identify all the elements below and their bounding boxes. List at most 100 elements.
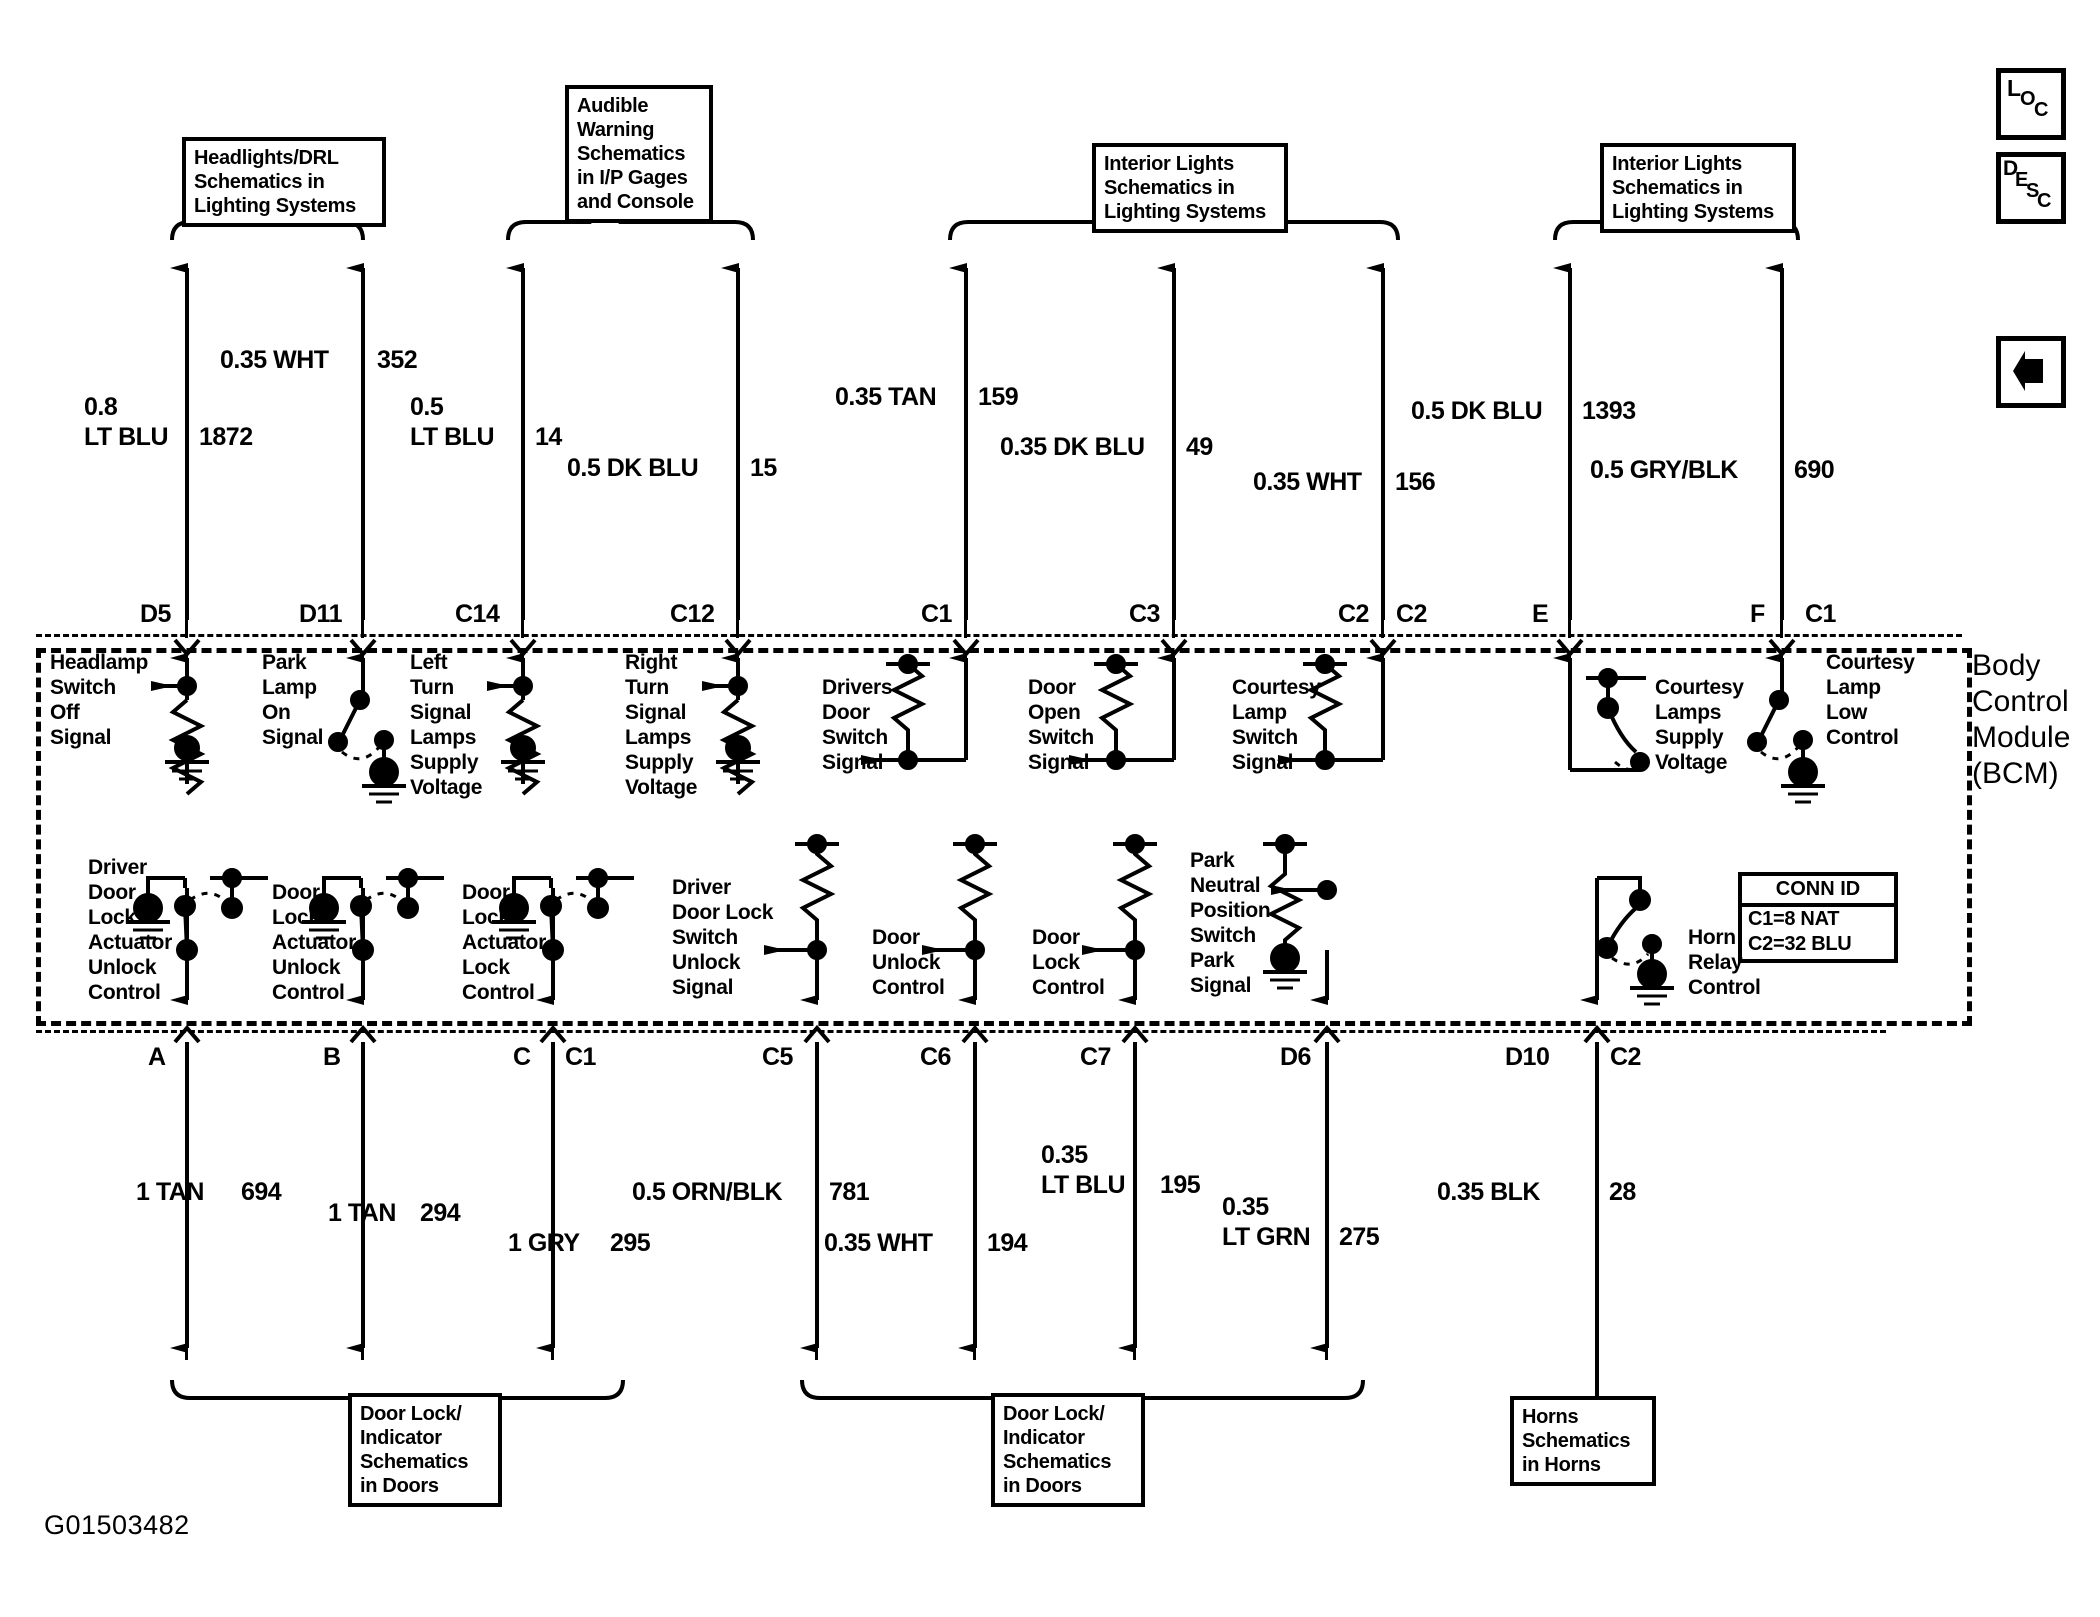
pin-C5: C5 [762, 1043, 793, 1071]
park-neutral-position-switch-park-signal: Park Neutral Position Switch Park Signal [1190, 849, 1271, 997]
wire-label-28-gauge: 0.35 BLK [1437, 1178, 1540, 1206]
desc-button[interactable]: D E S C [1996, 152, 2066, 224]
park-lamp-on-signal: Park Lamp On Signal [262, 651, 324, 749]
pin-C2-b: C2 [1396, 600, 1427, 628]
wire-label-156-circuit: 156 [1395, 468, 1436, 496]
wire-label-295-circuit: 295 [610, 1229, 651, 1257]
wire-sep-b3 [551, 1140, 554, 1360]
wire-label-294-circuit: 294 [420, 1199, 461, 1227]
wire-label-28-circuit: 28 [1609, 1178, 1636, 1206]
audible-warning-ref[interactable]: Audible Warning Schematics in I/P Gages … [565, 85, 713, 223]
door-lock-indicator-ref-2[interactable]: Door Lock/ Indicator Schematics in Doors [991, 1393, 1145, 1507]
pin-C14: C14 [455, 600, 500, 628]
wire-label-15-circuit: 15 [750, 454, 777, 482]
wire-label-1872-gauge: 0.8 LT BLU [84, 393, 169, 451]
headlights-drl-ref[interactable]: Headlights/DRL Schematics in Lighting Sy… [182, 137, 386, 227]
wire-sep-7 [1381, 328, 1384, 638]
wire-label-295-gauge: 1 GRY [508, 1229, 580, 1257]
wire-label-159-gauge: 0.35 TAN [835, 383, 937, 411]
pin-C12: C12 [670, 600, 715, 628]
courtesy-lamps-supply-voltage: Courtesy Lamps Supply Voltage [1655, 676, 1744, 774]
pin-D11: D11 [299, 600, 342, 628]
wire-label-275-circuit: 275 [1339, 1223, 1380, 1251]
loc-button[interactable]: L O C [1996, 68, 2066, 140]
pin-C6: C6 [920, 1043, 951, 1071]
wire-label-194-gauge: 0.35 WHT [824, 1229, 933, 1257]
wire-label-1393-circuit: 1393 [1582, 397, 1636, 425]
wire-sep-b8 [1595, 1140, 1598, 1360]
conn-id-row-2: C2=32 BLU [1748, 933, 1852, 955]
door-unlock-control: Door Unlock Control [872, 926, 945, 999]
wire-label-156-gauge: 0.35 WHT [1253, 468, 1362, 496]
wire-sep-4 [736, 328, 739, 638]
pin-D6: D6 [1280, 1043, 1311, 1071]
left-turn-signal-lamps-supply-voltage: Left Turn Signal Lamps Supply Voltage [410, 651, 483, 799]
pin-C1-top: C1 [921, 600, 952, 628]
wire-label-275-gauge: 0.35 LT GRN [1222, 1193, 1311, 1251]
headlamp-switch-off-signal: Headlamp Switch Off Signal [50, 651, 148, 749]
desc-letter-c: C [2037, 190, 2052, 212]
wire-label-781-gauge: 0.5 ORN/BLK [632, 1178, 783, 1206]
wire-sep-1 [185, 328, 188, 638]
pin-E: E [1532, 600, 1549, 628]
interior-lights-ref-1[interactable]: Interior Lights Schematics in Lighting S… [1092, 143, 1288, 233]
bcm-boundary [36, 648, 1972, 1026]
wire-sep-b7 [1325, 1140, 1328, 1360]
wire-sep-5 [964, 328, 967, 638]
wire-label-1393-gauge: 0.5 DK BLU [1411, 397, 1543, 425]
wire-label-14-circuit: 14 [535, 423, 562, 451]
door-lock-indicator-ref-1[interactable]: Door Lock/ Indicator Schematics in Doors [348, 1393, 502, 1507]
wire-label-195-circuit: 195 [1160, 1171, 1201, 1199]
wire-label-159-circuit: 159 [978, 383, 1019, 411]
back-arrow-icon [2013, 351, 2043, 391]
door-lock-control: Door Lock Control [1032, 926, 1105, 999]
pin-D10: D10 [1505, 1043, 1550, 1071]
door-open-switch-signal: Door Open Switch Signal [1028, 676, 1094, 774]
desc-letter-s: S [2026, 180, 2040, 202]
conn-id-box: CONN ID C1=8 NAT C2=32 BLU [1738, 872, 1898, 963]
door-lock-actuator-unlock-control: Door Lock Actuator Unlock Control [272, 881, 356, 1004]
desc-letter-d: D [2003, 157, 2019, 180]
drivers-door-switch-signal: Drivers Door Switch Signal [822, 676, 893, 774]
horn-relay-control: Horn Relay Control [1688, 926, 1761, 999]
pin-F: F [1750, 600, 1765, 628]
driver-door-lock-switch-unlock-signal: Driver Door Lock Switch Unlock Signal [672, 876, 774, 999]
courtesy-lamp-low-control: Courtesy Lamp Low Control [1826, 651, 1915, 749]
pin-A: A [148, 1043, 166, 1071]
wire-label-49-gauge: 0.35 DK BLU [1000, 433, 1145, 461]
wire-sep-2 [361, 328, 364, 638]
wire-label-352-gauge: 0.35 WHT [220, 346, 329, 374]
bcm-boundary-bottom-inner [36, 1030, 1886, 1033]
wire-label-195-gauge: 0.35 LT BLU [1041, 1141, 1126, 1199]
wire-sep-b4 [815, 1140, 818, 1360]
back-button[interactable] [1996, 336, 2066, 408]
pin-C: C [513, 1043, 531, 1071]
drawing-id: G01503482 [44, 1510, 190, 1540]
pin-C1-bottom: C1 [565, 1043, 596, 1071]
bcm-title: Body Control Module (BCM) [1972, 649, 2071, 790]
loc-letter-c: C [2034, 99, 2049, 121]
driver-door-lock-actuator-unlock-control: Driver Door Lock Actuator Unlock Control [88, 856, 172, 1004]
wire-label-1872-circuit: 1872 [199, 423, 253, 451]
door-lock-actuator-lock-control: Door Lock Actuator Lock Control [462, 881, 546, 1004]
conn-id-row-1: C1=8 NAT [1748, 908, 1840, 930]
wire-sep-b2 [361, 1140, 364, 1360]
bcm-boundary-top-inner [36, 634, 1962, 637]
right-turn-signal-lamps-supply-voltage: Right Turn Signal Lamps Supply Voltage [625, 651, 698, 799]
interior-lights-ref-2[interactable]: Interior Lights Schematics in Lighting S… [1600, 143, 1796, 233]
pin-C2-a: C2 [1338, 600, 1369, 628]
loc-letter-l: L [2007, 75, 2022, 101]
desc-letter-e: E [2015, 169, 2029, 191]
loc-letter-o: O [2020, 88, 2036, 110]
horns-ref[interactable]: Horns Schematics in Horns [1510, 1396, 1656, 1486]
wire-label-49-circuit: 49 [1186, 433, 1213, 461]
wire-sep-3 [521, 328, 524, 638]
pin-D5: D5 [140, 600, 171, 628]
wire-label-781-circuit: 781 [829, 1178, 870, 1206]
wire-label-294-gauge: 1 TAN [328, 1199, 396, 1227]
wire-label-352-circuit: 352 [377, 346, 418, 374]
pin-C7: C7 [1080, 1043, 1111, 1071]
wire-sep-8 [1568, 328, 1571, 638]
pin-B: B [323, 1043, 341, 1071]
